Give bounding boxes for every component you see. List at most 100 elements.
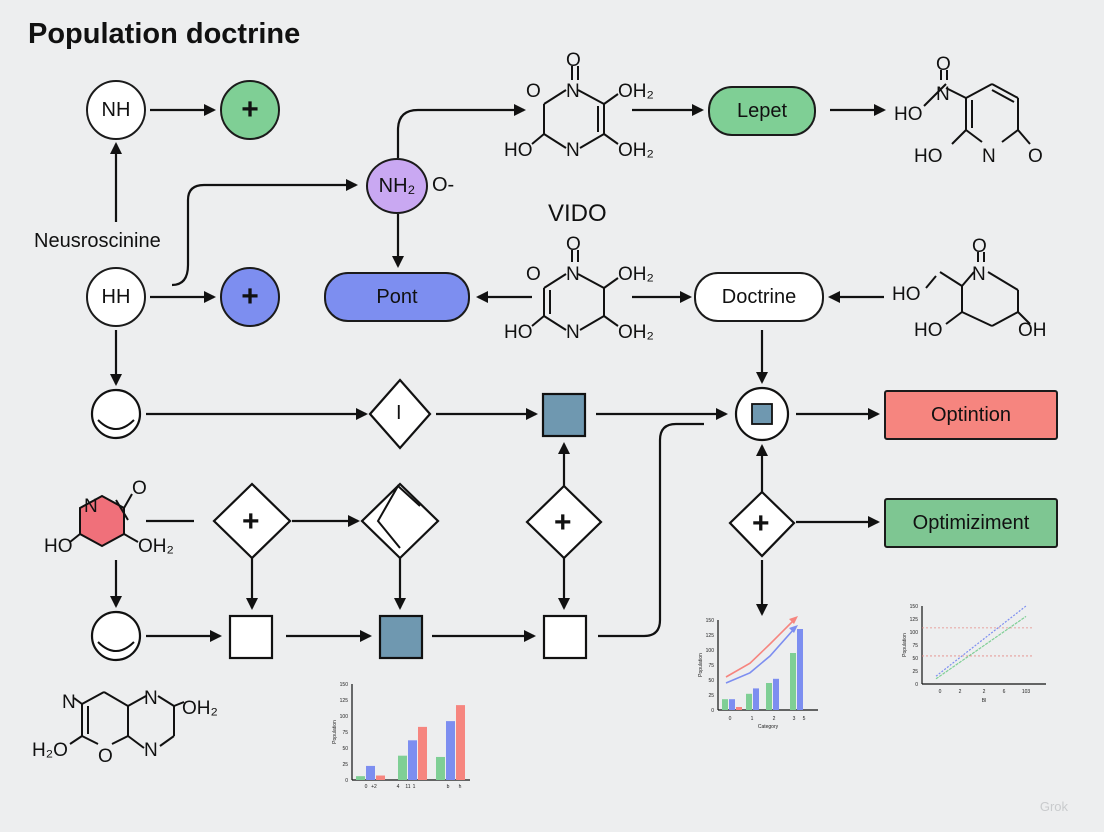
chart3-xtick: 2 [959, 689, 962, 695]
node-nh2[interactable]: NH₂ [366, 158, 428, 214]
square-steel-2[interactable] [378, 614, 424, 660]
diamond-plus-3[interactable] [728, 490, 796, 558]
chart3-ytick: 25 [912, 669, 918, 675]
molecule-pyridine [923, 70, 1031, 145]
chart1-bar [436, 756, 445, 780]
chart2-xtick: 2 [773, 716, 776, 722]
chart2-ylabel: Population [698, 653, 704, 677]
chart3-xtick: 0 [939, 689, 942, 695]
node-plus-green[interactable]: + [220, 80, 280, 140]
page-title: Population doctrine [28, 18, 301, 50]
squares [228, 392, 588, 660]
chart2-ytick: 25 [708, 693, 714, 699]
square-steel-1[interactable] [541, 392, 587, 438]
pyr-n-top: N [936, 84, 950, 105]
chart1-ylabel: Population [332, 720, 338, 744]
chart3-series-line [935, 605, 1027, 677]
chart3-ytick: 100 [910, 630, 919, 636]
chart1-bar [376, 775, 385, 780]
chart1-ytick: 125 [340, 698, 349, 704]
diamond-plus-2[interactable] [525, 484, 603, 560]
chart2-ytick: 150 [706, 618, 715, 624]
chart3-ylabel: Population [902, 633, 908, 657]
diamond-plus-3-label: + [752, 507, 770, 540]
mol2-o-left: O [526, 264, 541, 285]
chart2-xtick: 5 [803, 716, 806, 722]
diamond-empty[interactable] [360, 482, 440, 560]
mol2-oh2-top: OH₂ [618, 264, 654, 285]
chart3-ytick: 0 [915, 682, 918, 688]
chart1-bar [408, 740, 417, 780]
red-ring-n: N [84, 496, 98, 517]
diamond-decision-i[interactable] [368, 378, 432, 450]
chart2-trend-arrowhead [789, 625, 798, 633]
chart3-ytick: 125 [910, 617, 919, 623]
molecule-2 [531, 250, 619, 331]
chart2-trend-arrowhead [789, 616, 798, 624]
chart1-ytick: 75 [342, 730, 348, 736]
mol2-oh2-bottom: OH₂ [618, 322, 654, 343]
chart2-xtick: 3 [793, 716, 796, 722]
diamond-plus-1[interactable] [212, 482, 292, 560]
chart1-ytick: 150 [340, 682, 349, 688]
circle-smile-1[interactable] [90, 388, 142, 440]
node-optintion[interactable]: Optintion [884, 390, 1058, 440]
node-lepet[interactable]: Lepet [708, 86, 816, 136]
chart2-ytick: 0 [711, 708, 714, 714]
chart3-ytick: 50 [912, 656, 918, 662]
mol2-ho-bottom: HO [504, 322, 533, 343]
chart1-xtick: b [447, 784, 450, 790]
chart1-ytick: 0 [345, 778, 348, 784]
bic-o: O [98, 746, 113, 767]
square-white-2[interactable] [542, 614, 588, 660]
pip-ho-bottom: HO [914, 320, 943, 341]
chart2-bar [773, 678, 779, 710]
mol1-oh2-top: OH₂ [618, 81, 654, 102]
chart3-xtick: 6 [1003, 689, 1006, 695]
chart3-series-line [935, 615, 1027, 680]
chart1-xtick: 0 [365, 784, 368, 790]
chart1-ytick: 50 [342, 746, 348, 752]
chart2-ytick: 100 [706, 648, 715, 654]
circle-smile-2[interactable] [90, 610, 142, 662]
label-neusroscinine: Neusroscinine [34, 230, 161, 252]
chart2-trend-line [725, 628, 795, 684]
plus-green-label: + [241, 93, 259, 126]
square-white-1[interactable] [228, 614, 274, 660]
watermark: Grok [1039, 799, 1068, 814]
molecule-red-ring [69, 493, 139, 548]
bic-n-top: N [144, 688, 158, 709]
mol1-oh2-bottom: OH₂ [618, 140, 654, 161]
chart2-bar [753, 688, 759, 710]
node-plus-blue[interactable]: + [220, 267, 280, 327]
bic-n-bottom: N [144, 740, 158, 761]
chart1-xtick: 11 [405, 784, 410, 790]
node-optimiziment[interactable]: Optimiziment [884, 498, 1058, 548]
chart2-ytick: 75 [708, 663, 714, 669]
chart2-bar [790, 653, 796, 710]
molecule-1 [531, 66, 619, 149]
chart1-bar [398, 755, 407, 780]
node-hh[interactable]: HH [86, 267, 146, 327]
chart3-xtick: 2 [983, 689, 986, 695]
chart2-xlabel: Category [758, 724, 779, 730]
chart2-ytick: 125 [706, 633, 715, 639]
node-doctrine[interactable]: Doctrine [694, 272, 824, 322]
target-node[interactable] [734, 386, 790, 442]
mol2-n-bottom: N [566, 322, 580, 343]
pyr-o-top: O [936, 54, 951, 75]
molecule-piperidine [925, 252, 1031, 327]
pip-ho-top: HO [892, 284, 921, 305]
mol1-o-top: O [566, 50, 581, 71]
chart2-xtick: 1 [751, 716, 754, 722]
node-nh[interactable]: NH [86, 80, 146, 140]
chart1-xtick: 1 [413, 784, 416, 790]
node-pont[interactable]: Pont [324, 272, 470, 322]
chart2-xtick: 0 [729, 716, 732, 722]
bic-h2o: H₂O [32, 740, 68, 761]
chart3-xlabel: Bl [982, 698, 986, 704]
